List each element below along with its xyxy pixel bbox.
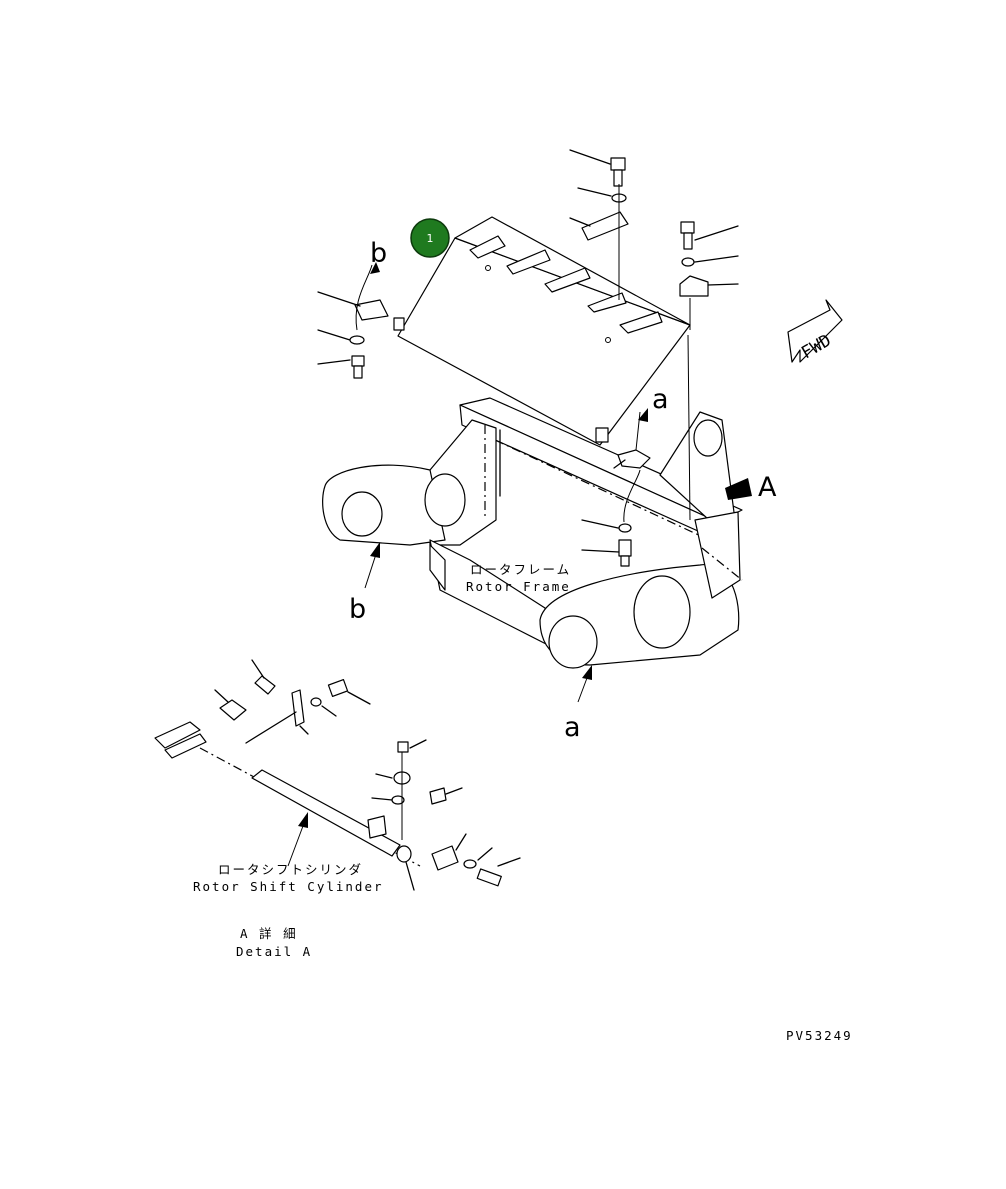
clamp-top-right (679, 275, 739, 297)
cover-plate (393, 216, 691, 446)
view-letter-A: A (758, 472, 777, 503)
bolt-a-view (581, 539, 632, 567)
rotor-shift-label-en: Rotor Shift Cylinder (193, 879, 384, 894)
rotor-frame (322, 397, 743, 669)
cylinder-arrowhead (298, 812, 308, 828)
plate-left (317, 291, 389, 321)
rotor-frame-label-en: Rotor Frame (466, 579, 571, 594)
b-bottom-arrowhead (370, 542, 380, 558)
view-letter-b-bottom: b (349, 594, 366, 625)
b-top-arrowhead (370, 262, 380, 274)
washer-top-right (681, 255, 739, 267)
rotor-frame-label-jp: ロータフレーム (470, 562, 571, 577)
view-letter-b-top: b (370, 238, 387, 269)
bolt-top-right (680, 221, 739, 250)
view-letter-a-bottom: a (564, 712, 581, 743)
fwd-direction-sign: FWD (787, 299, 843, 363)
detail-a-assembly (154, 659, 521, 891)
view-A-arrow (725, 478, 752, 500)
clamp-a-view (613, 449, 651, 469)
view-letter-a-top: a (652, 384, 669, 415)
detail-a-label-en: Detail A (236, 944, 312, 959)
item-callout-1[interactable]: 1 (410, 218, 450, 258)
detail-a-label-jp: A 詳 細 (240, 926, 298, 941)
rotor-shift-label-jp: ロータシフトシリンダ (218, 862, 363, 877)
a-bottom-arrowhead (582, 665, 592, 680)
plate-top-center (569, 211, 629, 241)
drawing-code: PV53249 (786, 1028, 853, 1043)
bolt-left (317, 355, 365, 379)
washer-a-view (581, 519, 632, 533)
a-top-arrowhead (638, 408, 648, 422)
item-callout-number: 1 (427, 232, 434, 245)
washer-left (317, 329, 365, 345)
bolt-top-center (569, 149, 626, 187)
